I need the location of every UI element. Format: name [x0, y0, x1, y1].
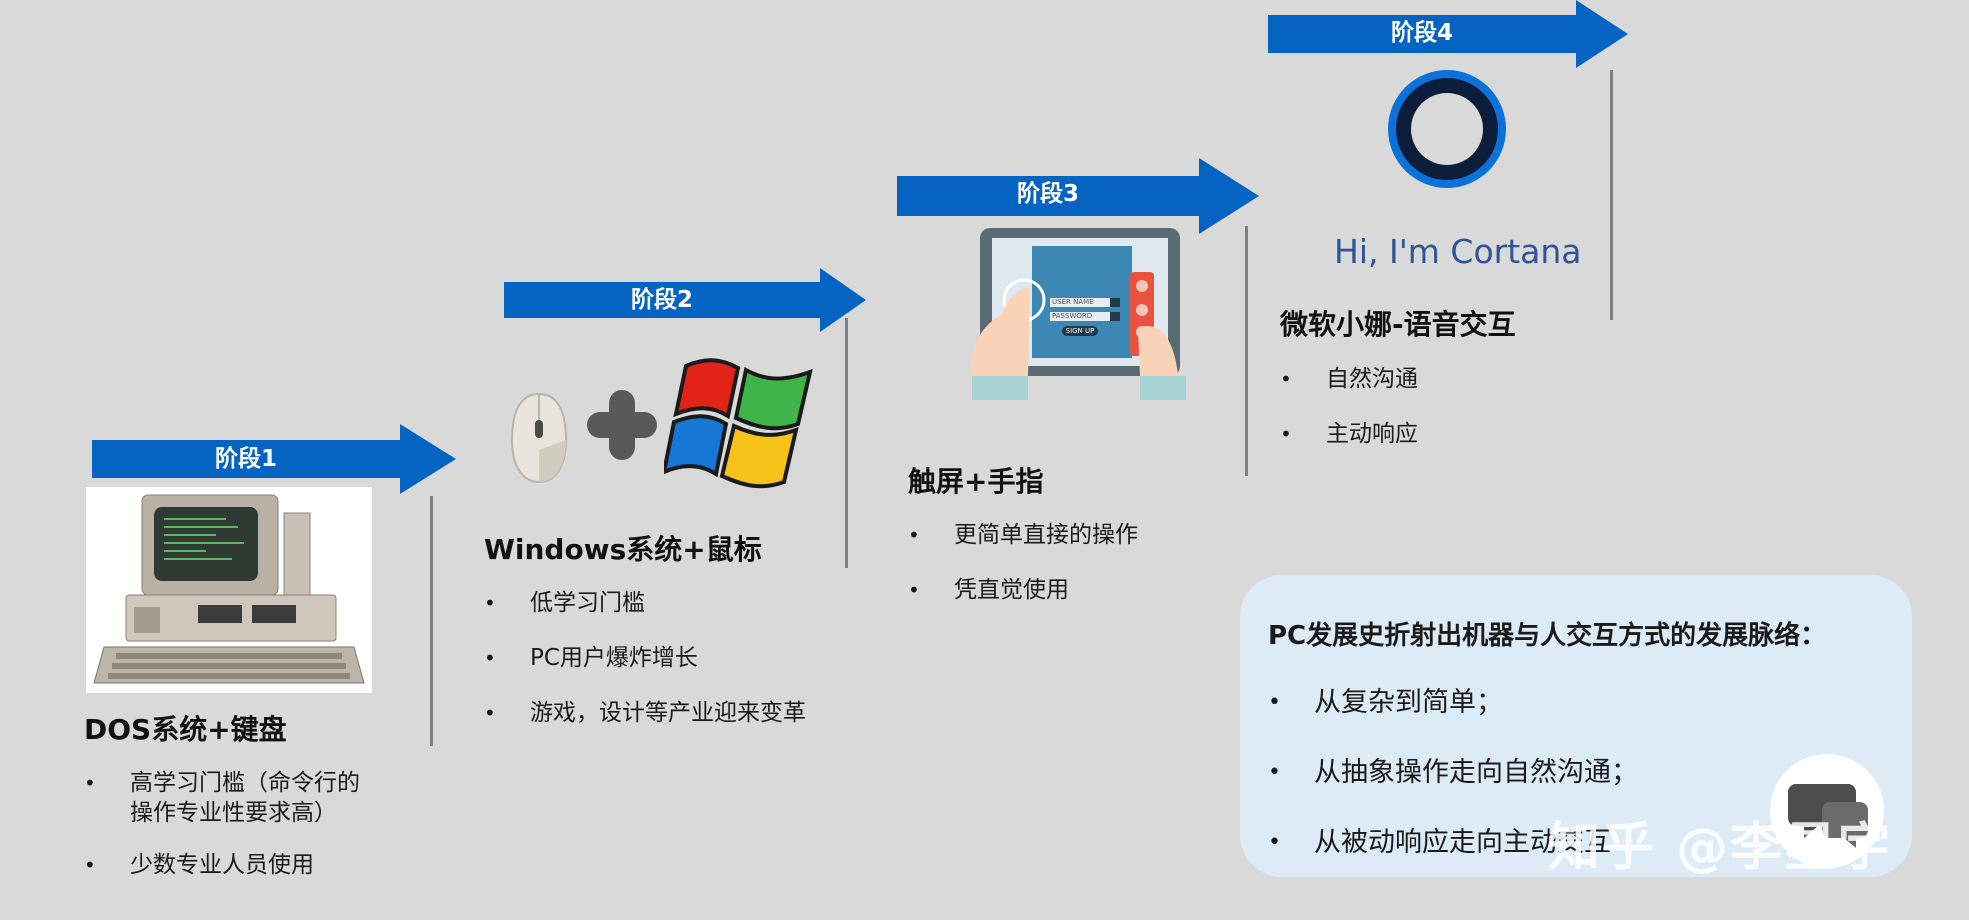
- stage4-label: 阶段4: [1390, 20, 1453, 46]
- list-item: 主动响应: [1280, 419, 1600, 449]
- summary-list: 从复杂到简单； 从抽象操作走向自然沟通； 从被动响应走向主动交互: [1268, 685, 1638, 895]
- tablet-username-field: USER NAME: [1052, 298, 1094, 306]
- watermark: 知乎 @李星宇: [1548, 818, 1893, 878]
- retro-pc-image: [86, 487, 372, 693]
- cortana-logo-icon: [1388, 70, 1506, 188]
- list-item: 从复杂到简单；: [1268, 685, 1638, 755]
- cortana-greeting: Hi, I'm Cortana: [1334, 232, 1582, 271]
- stage3-label: 阶段3: [1016, 181, 1079, 207]
- list-item: 从被动响应走向主动交互: [1268, 825, 1638, 895]
- stage1-title: DOS系统+键盘: [84, 713, 287, 746]
- list-item: PC用户爆炸增长: [484, 643, 844, 673]
- list-item: 凭直觉使用: [908, 575, 1238, 605]
- list-item: 高学习门槛（命令行的 操作专业性要求高）: [84, 768, 424, 828]
- divider-stage3: [1245, 226, 1248, 476]
- stage2-bullets: 低学习门槛 PC用户爆炸增长 游戏，设计等产业迎来变革: [484, 588, 844, 728]
- stage2-title: Windows系统+鼠标: [484, 533, 762, 566]
- stage1-label: 阶段1: [214, 446, 277, 472]
- windows-logo-icon: [664, 358, 813, 489]
- stage3-arrow: [897, 158, 1259, 234]
- plus-icon: [587, 390, 657, 460]
- list-item: 自然沟通: [1280, 364, 1600, 394]
- list-item: 游戏，设计等产业迎来变革: [484, 698, 844, 728]
- stage2-arrow: [504, 268, 866, 332]
- stage4-bullets: 自然沟通 主动响应: [1280, 364, 1600, 449]
- chat-bubble-icon: [1770, 754, 1884, 868]
- divider-stage2: [845, 318, 848, 568]
- stage1-bullets: 高学习门槛（命令行的 操作专业性要求高） 少数专业人员使用: [84, 768, 424, 880]
- stage3-bullets: 更简单直接的操作 凭直觉使用: [908, 520, 1238, 605]
- stage3-title: 触屏+手指: [908, 465, 1044, 498]
- divider-stage1: [430, 496, 433, 746]
- mouse-icon: [510, 392, 568, 484]
- list-item: 更简单直接的操作: [908, 520, 1238, 550]
- divider-stage4: [1610, 70, 1613, 320]
- tablet-password-field: PASSWORD: [1052, 312, 1093, 320]
- stage4-arrow: [1268, 0, 1628, 68]
- list-item: 从抽象操作走向自然沟通；: [1268, 755, 1638, 825]
- touch-tablet-image: USER NAME PASSWORD SIGN UP: [962, 226, 1202, 442]
- list-item: 低学习门槛: [484, 588, 844, 618]
- list-item: 少数专业人员使用: [84, 850, 424, 880]
- summary-title: PC发展史折射出机器与人交互方式的发展脉络：: [1268, 621, 1827, 651]
- stage2-label: 阶段2: [630, 287, 693, 313]
- tablet-signup-button: SIGN UP: [1065, 327, 1095, 335]
- stage4-title: 微软小娜-语音交互: [1280, 308, 1516, 341]
- stage1-arrow: [92, 424, 456, 494]
